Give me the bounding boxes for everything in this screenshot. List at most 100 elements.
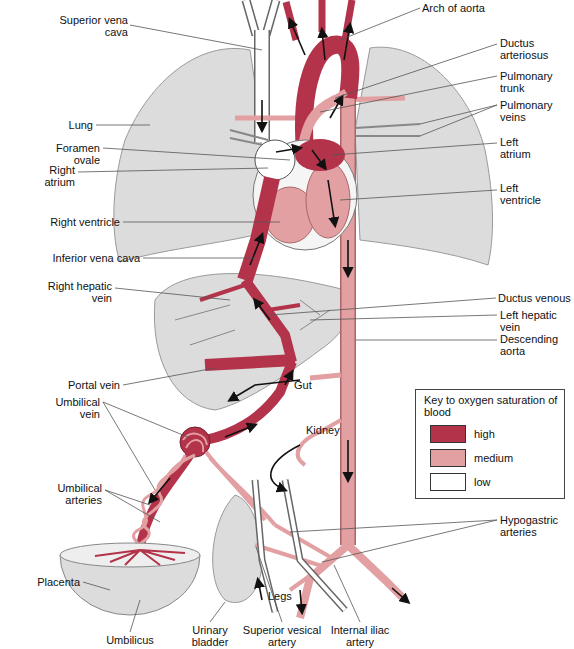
liver	[175, 300, 330, 345]
legend-swatch	[430, 449, 466, 467]
part-label: Superior vesical artery	[241, 624, 323, 648]
leader-line	[130, 600, 140, 632]
placenta	[95, 550, 185, 565]
leader-line	[103, 148, 290, 160]
part-label: Placenta	[20, 576, 80, 588]
part-label: Gut	[294, 379, 324, 391]
leader-line	[420, 105, 497, 136]
leader-line	[310, 315, 497, 320]
venous-return	[205, 362, 292, 440]
part-label: Hypogastric arteries	[500, 514, 570, 538]
part-label: Umbilicus	[100, 634, 160, 646]
liver	[154, 274, 352, 410]
flow-arrow	[344, 25, 350, 60]
flow-arrow	[150, 20, 408, 612]
venous-return	[200, 178, 300, 440]
lung	[114, 48, 262, 262]
placenta	[60, 543, 200, 615]
part-label: Foramen ovale	[40, 142, 100, 166]
legend-text: medium	[474, 452, 513, 464]
part-label: Inferior vena cava	[20, 252, 140, 264]
part-label: Arch of aorta	[422, 2, 542, 14]
pelvic-vessels	[255, 480, 345, 612]
neck-vessels	[246, 0, 276, 35]
part-label: Portal vein	[40, 379, 120, 391]
part-label: Left atrium	[500, 136, 545, 160]
legend-swatch	[430, 425, 466, 443]
leader-line	[335, 44, 497, 98]
part-label: Left ventricle	[500, 182, 550, 206]
leader-line	[103, 402, 190, 490]
flow-arrow	[258, 580, 262, 600]
part-label: Urinary bladder	[185, 624, 235, 648]
flow-arrow	[150, 478, 170, 502]
part-label: Umbilical vein	[40, 396, 100, 420]
leader-line	[143, 258, 255, 259]
leader-line	[115, 288, 230, 300]
part-label: Legs	[268, 590, 308, 602]
umbilical-cord	[140, 455, 190, 548]
neck-vessels	[254, 30, 270, 142]
part-label: Umbilical arteries	[40, 482, 102, 506]
venous-return	[245, 280, 292, 362]
lung	[355, 47, 493, 265]
legend-swatch	[430, 473, 466, 491]
leader-line	[78, 168, 268, 172]
leader-line	[256, 547, 282, 622]
flow-arrow	[328, 180, 335, 225]
liver	[154, 274, 352, 410]
flow-arrow	[312, 150, 325, 168]
part-label: Left hepatic vein	[500, 309, 570, 333]
abdominal-branches	[310, 375, 341, 378]
legend-text: low	[474, 476, 491, 488]
part-label: Descending aorta	[500, 333, 570, 357]
neck-vessels	[256, 30, 269, 142]
leader-line	[210, 602, 225, 622]
venous-return	[200, 285, 300, 310]
leader-line	[83, 582, 110, 590]
leader-line	[332, 143, 497, 155]
leader-line	[356, 340, 497, 341]
aorta	[304, 45, 350, 150]
neck-vessels	[246, 0, 276, 35]
flow-arrow	[347, 240, 349, 275]
part-label: Right ventricle	[20, 216, 120, 228]
leader-line	[340, 8, 420, 40]
legend-text: high	[474, 428, 495, 440]
flow-arrow	[322, 30, 325, 60]
leader-line	[290, 520, 497, 562]
part-label: Right hepatic vein	[40, 280, 112, 304]
legend-title: Key to oxygen saturation of blood	[424, 394, 562, 418]
flow-arrow	[261, 100, 263, 130]
flow-arrow	[290, 20, 305, 55]
part-label: Pulmonary trunk	[500, 70, 570, 94]
flow-arrow	[250, 235, 262, 265]
flow-arrow	[392, 588, 408, 602]
leader-line	[105, 490, 160, 522]
aorta	[300, 45, 350, 545]
flow-arrow	[285, 372, 292, 385]
flow-arrow	[255, 300, 270, 320]
leader-line	[340, 190, 497, 200]
flow-arrow	[225, 425, 255, 437]
part-label: Internal iliac artery	[325, 624, 395, 648]
part-label: Pulmonary veins	[500, 99, 570, 123]
leader-line	[270, 298, 496, 315]
part-label: Kidney	[306, 424, 356, 436]
leader-line	[123, 222, 280, 223]
flow-arrow	[347, 440, 349, 480]
venous-return	[205, 360, 295, 365]
leader-line	[334, 565, 360, 622]
umbilical-cord	[210, 458, 275, 525]
flow-arrow	[300, 590, 302, 612]
leader-line	[96, 125, 150, 126]
part-label: Ductus venous	[498, 292, 574, 304]
part-label: Lung	[40, 119, 93, 131]
leader-line	[320, 76, 497, 112]
pelvic-vessels	[255, 480, 405, 618]
placenta	[60, 543, 200, 567]
flow-arrow	[276, 148, 300, 152]
part-label: Right atrium	[30, 164, 75, 188]
pulmonary-vessels	[235, 116, 305, 121]
